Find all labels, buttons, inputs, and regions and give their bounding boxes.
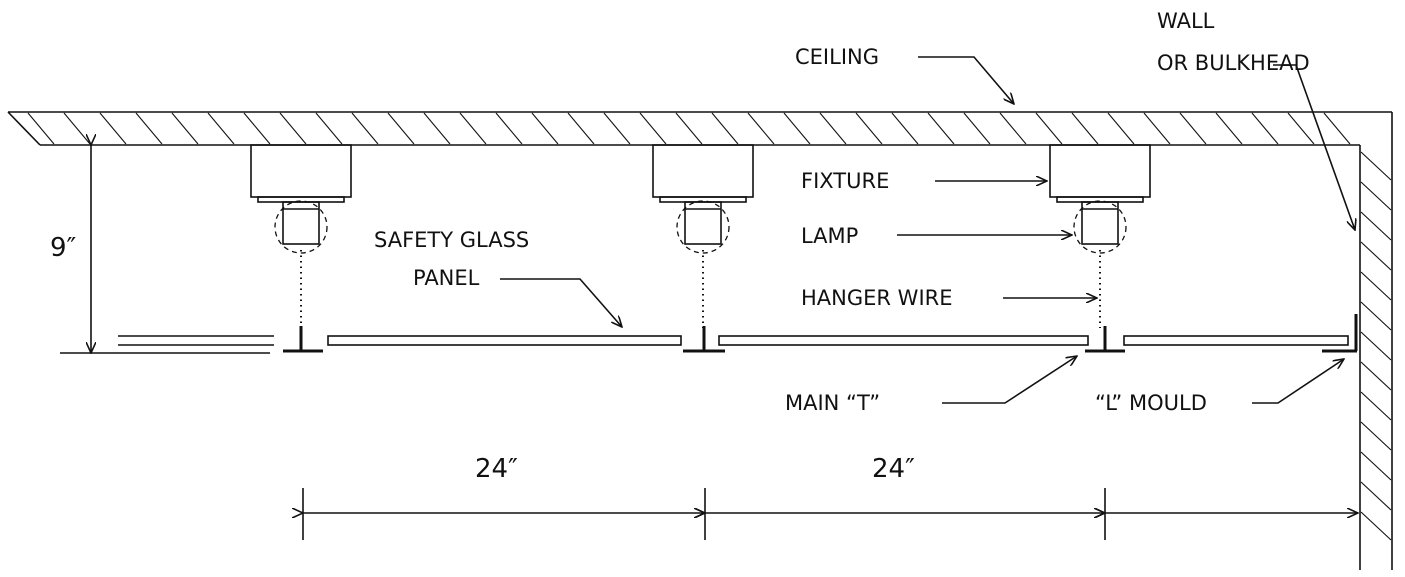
height-dimension-label: 9″ <box>50 233 77 263</box>
main-t-3 <box>1085 326 1125 353</box>
wall-hatch <box>1360 151 1392 541</box>
wall-bulkhead <box>1359 112 1393 570</box>
height-dimension: 9″ <box>50 145 91 353</box>
fixture-1 <box>250 144 352 328</box>
main-t-label: MAIN “T” <box>785 391 880 415</box>
glass-panels <box>60 335 1349 354</box>
safety-glass-label-line1: SAFETY GLASS <box>374 228 529 252</box>
wall-label-line2: OR BULKHEAD <box>1157 51 1310 75</box>
fixture-3 <box>1049 144 1151 328</box>
wall-label-line1: WALL <box>1157 9 1215 33</box>
callout-leaders <box>500 56 1355 404</box>
main-t-2 <box>683 326 725 353</box>
l-mould-label: “L” MOULD <box>1095 391 1207 415</box>
ceiling-hatch <box>27 112 1351 145</box>
safety-glass-label-line2: PANEL <box>413 266 480 290</box>
fixture-label: FIXTURE <box>801 169 889 193</box>
ceiling-label: CEILING <box>795 45 879 69</box>
hanger-wire-label: HANGER WIRE <box>801 286 953 310</box>
l-mould <box>1322 314 1358 353</box>
span-dimensions: 24″ 24″ <box>303 454 1358 540</box>
span-2-label: 24″ <box>872 454 915 484</box>
lamp-label: LAMP <box>801 224 858 248</box>
ceiling-slab <box>7 111 1392 146</box>
span-1-label: 24″ <box>475 454 518 484</box>
safety-glass-panel <box>327 335 682 346</box>
fixture-2 <box>652 144 754 328</box>
main-t-1 <box>283 326 323 353</box>
